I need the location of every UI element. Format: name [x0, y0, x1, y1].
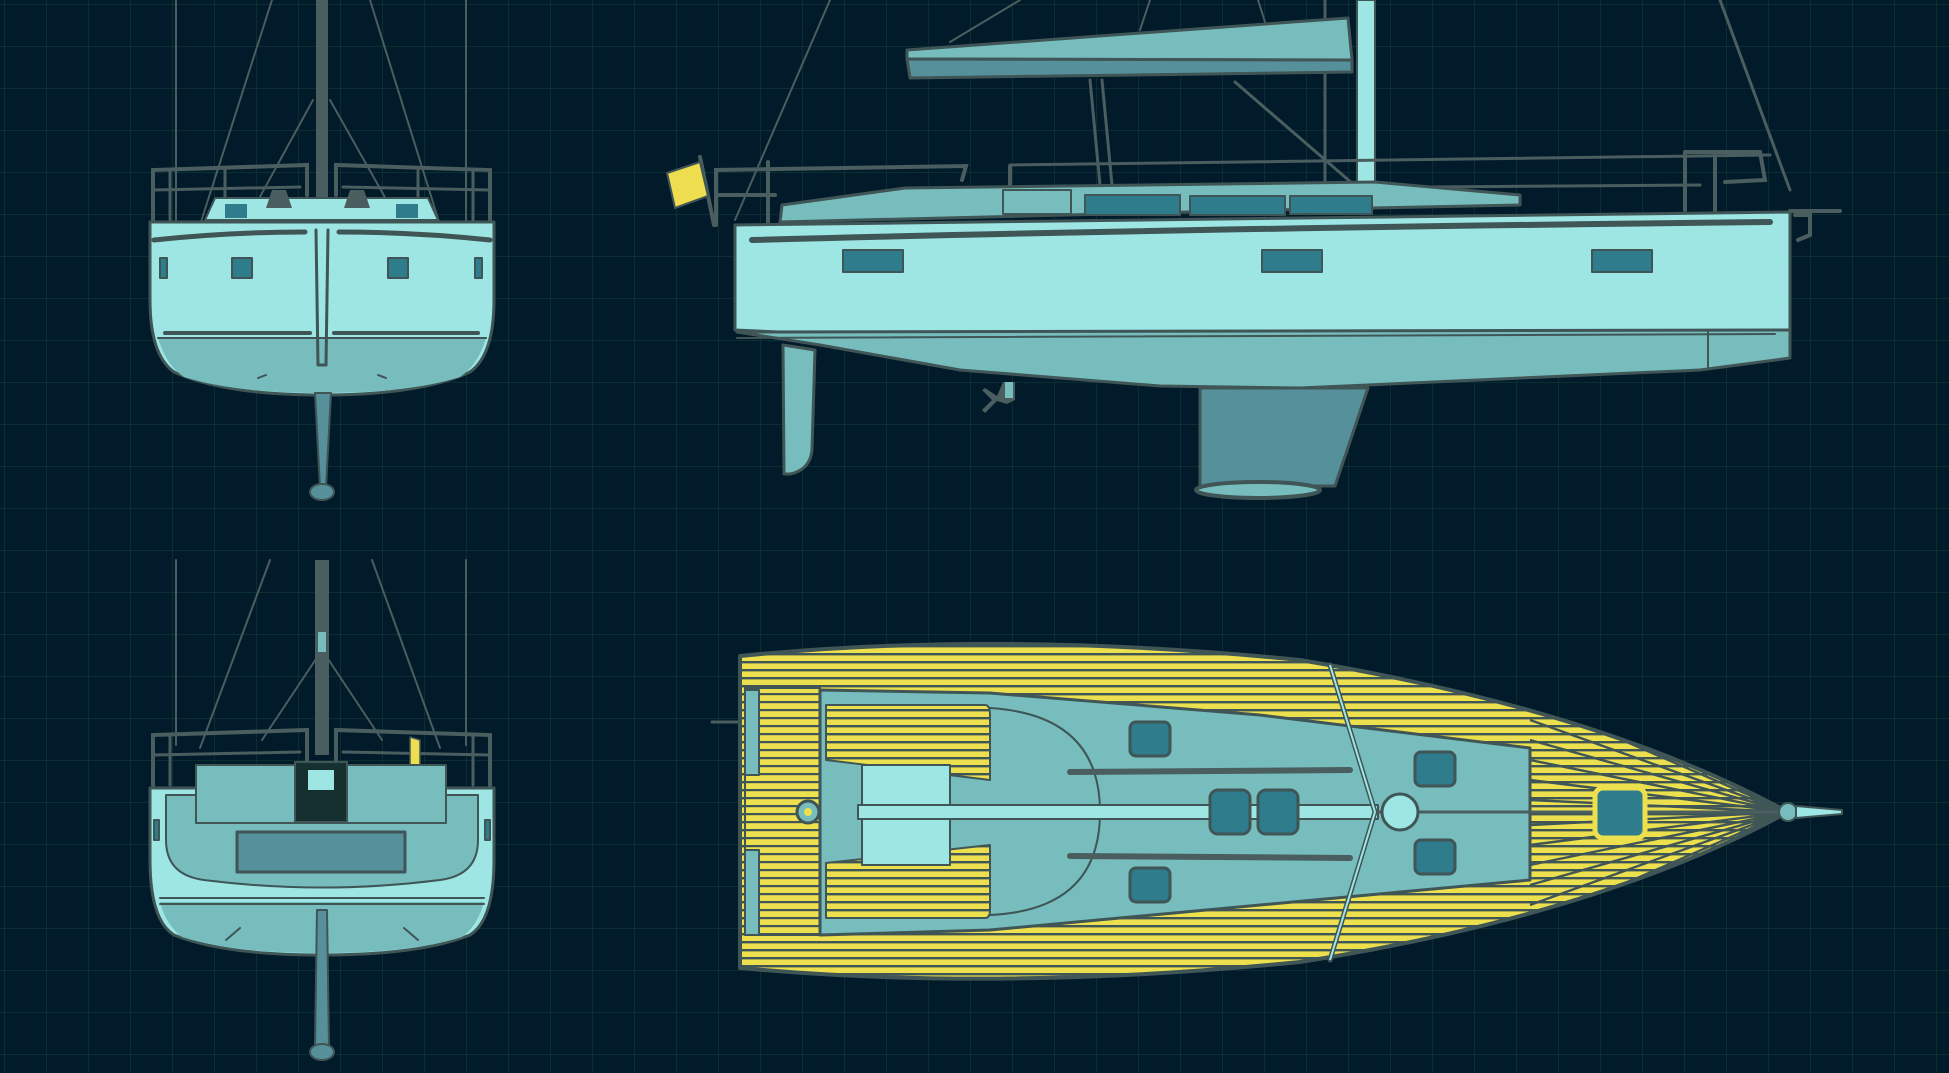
mast: [316, 0, 328, 200]
flag: [666, 161, 709, 209]
side-view: [666, 0, 1842, 500]
hatch: [1208, 788, 1252, 836]
top-view: [710, 641, 1843, 981]
hatch: [1128, 720, 1172, 758]
mast-base: [1380, 792, 1420, 832]
hatch: [1128, 866, 1172, 904]
stern-mast: [315, 560, 329, 755]
side-keel: [1198, 386, 1370, 488]
hatch: [1413, 750, 1457, 788]
forward-hatch: [1592, 785, 1648, 841]
side-hull: [733, 210, 1792, 348]
stern-view: [148, 559, 496, 1061]
hatch: [1256, 788, 1300, 836]
stern-keel: [314, 909, 330, 1048]
front-view: [148, 0, 496, 501]
hatch: [1413, 838, 1457, 876]
rudder: [781, 343, 817, 476]
